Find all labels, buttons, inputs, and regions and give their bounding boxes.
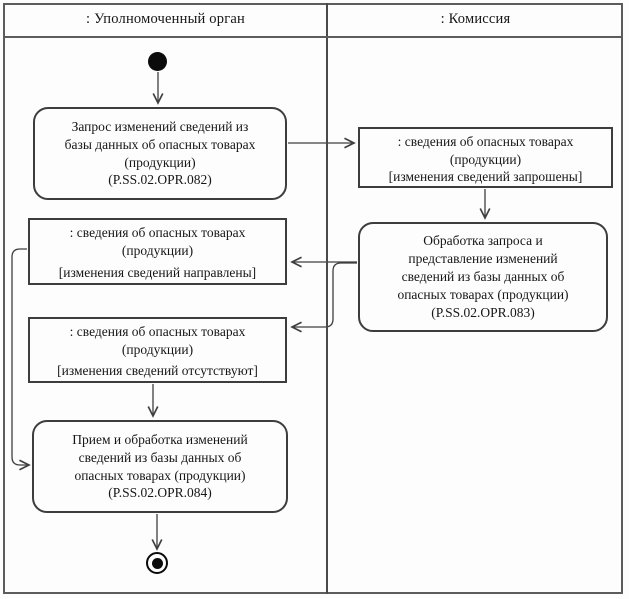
object-dangerous-goods-sent-state: [изменения сведений направлены]: [58, 265, 257, 281]
activity-process-request-label: Обработка запроса и представление измене…: [397, 233, 569, 320]
edge-process-to-absent-object: [290, 262, 357, 333]
lane-header-separator: [3, 36, 623, 38]
activity-receive-changes-label: Прием и обработка изменений сведений из …: [72, 431, 248, 501]
edge-sent-object-to-receive: [11, 248, 31, 471]
final-node-dot: [151, 557, 163, 569]
diagram-frame: [3, 3, 623, 594]
initial-node: [148, 52, 167, 71]
object-dangerous-goods-requested: : сведения об опасных товарах (продукции…: [358, 127, 613, 188]
activity-request-changes-label: Запрос изменений сведений из базы данных…: [64, 118, 256, 188]
object-dangerous-goods-requested-name: : сведения об опасных товарах (продукции…: [397, 134, 574, 167]
object-dangerous-goods-absent-name: : сведения об опасных товарах (продукции…: [69, 324, 246, 357]
lane-header-commission-label: : Комиссия: [440, 11, 511, 27]
lane-header-authorized-body: : Уполномоченный орган: [5, 3, 326, 36]
lane-header-authorized-body-label: : Уполномоченный орган: [86, 11, 245, 27]
object-dangerous-goods-sent-name: : сведения об опасных товарах (продукции…: [69, 225, 246, 258]
object-dangerous-goods-absent-state: [изменения сведений отсутствуют]: [57, 363, 258, 379]
object-dangerous-goods-sent: : сведения об опасных товарах (продукции…: [28, 218, 287, 285]
object-dangerous-goods-requested-state: [изменения сведений запрошены]: [388, 169, 583, 185]
lane-header-commission: : Комиссия: [328, 3, 623, 36]
activity-process-request: Обработка запроса и представление измене…: [358, 222, 608, 332]
object-dangerous-goods-absent: : сведения об опасных товарах (продукции…: [28, 317, 287, 383]
activity-receive-changes: Прием и обработка изменений сведений из …: [32, 420, 288, 513]
lane-divider: [326, 3, 328, 594]
final-node: [146, 552, 168, 574]
activity-request-changes: Запрос изменений сведений из базы данных…: [33, 107, 287, 200]
